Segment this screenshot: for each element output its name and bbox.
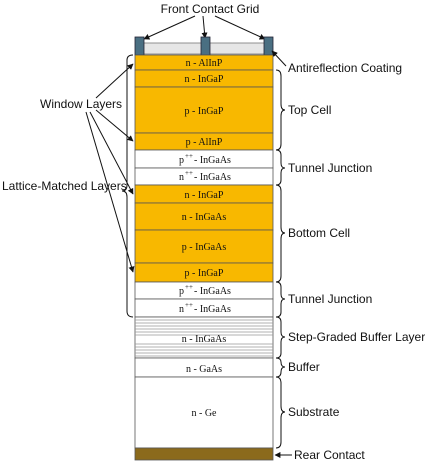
svg-text:- InGaAs: - InGaAs: [194, 286, 231, 297]
svg-text:++: ++: [185, 301, 193, 309]
label-tj2-nn: n ++ - InGaAs: [179, 301, 231, 315]
svg-text:p: p: [179, 155, 184, 166]
label-graded-buffer: n - InGaAs: [182, 334, 227, 345]
label-tunnel-junction-1: Tunnel Junction: [288, 161, 372, 175]
label-p-ingap-top: p - InGaP: [185, 106, 224, 117]
svg-text:n: n: [179, 304, 184, 315]
label-n-alinp: n - AlInP: [186, 58, 223, 69]
svg-text:++: ++: [185, 169, 193, 177]
left-braces: [121, 54, 134, 318]
layer-p-ingaas: [134, 229, 274, 264]
label-tj2-pp: p ++ - InGaAs: [179, 283, 231, 297]
label-lattice-matched: Lattice-Matched Layers: [2, 179, 127, 193]
arrow-contact-mid: [201, 15, 208, 39]
arrow-antireflection: [271, 50, 287, 67]
label-tj1-pp: p ++ - InGaAs: [179, 152, 231, 166]
svg-text:n: n: [179, 172, 184, 183]
arrow-window-mid: [95, 109, 134, 142]
svg-text:- InGaAs: - InGaAs: [194, 155, 231, 166]
right-braces: [275, 69, 286, 449]
layer-p-ingap-top: [134, 86, 274, 134]
label-top-cell: Top Cell: [288, 103, 331, 117]
svg-text:- InGaAs: - InGaAs: [194, 304, 231, 315]
label-substrate: Substrate: [288, 405, 340, 419]
label-p-alinp: p - AlInP: [186, 137, 223, 148]
graded-buffer-lines: [135, 319, 273, 357]
layer-rear-contact: [134, 447, 274, 461]
front-contact-grid-label: Front Contact Grid: [161, 2, 260, 16]
contact-finger-right: [263, 36, 274, 56]
label-n-ingap-bottom: n - InGaP: [185, 190, 224, 201]
svg-text:++: ++: [185, 152, 193, 160]
contact-finger-middle: [200, 36, 211, 56]
layer-n-ge: [134, 376, 274, 449]
label-n-ingap-top: n - InGaP: [185, 74, 224, 85]
layer-n-ingaas: [134, 202, 274, 231]
label-bottom-cell: Bottom Cell: [288, 226, 350, 240]
svg-text:++: ++: [185, 283, 193, 291]
label-p-ingaas: p - InGaAs: [182, 242, 227, 253]
arrow-window-low1: [89, 111, 134, 195]
label-buffer: Buffer: [288, 360, 320, 374]
arrow-window-top: [95, 63, 134, 99]
label-window-layers: Window Layers: [40, 97, 122, 111]
label-step-graded: Step-Graded Buffer Layers: [288, 330, 425, 344]
label-n-gaas: n - GaAs: [186, 364, 222, 375]
label-rear-contact: Rear Contact: [294, 448, 365, 462]
label-p-ingap-bottom: p - InGaP: [185, 268, 224, 279]
label-n-ingaas: n - InGaAs: [182, 212, 227, 223]
svg-text:p: p: [179, 286, 184, 297]
label-antireflection: Antireflection Coating: [288, 61, 402, 75]
arrow-window-low2: [85, 111, 135, 273]
label-tunnel-junction-2: Tunnel Junction: [288, 292, 372, 306]
arrow-contact-right: [214, 15, 266, 40]
label-tj1-nn: n ++ - InGaAs: [179, 169, 231, 183]
svg-text:- InGaAs: - InGaAs: [194, 172, 231, 183]
arrow-contact-left: [143, 15, 196, 40]
contact-finger-left: [134, 36, 145, 56]
label-n-ge: n - Ge: [192, 408, 218, 419]
